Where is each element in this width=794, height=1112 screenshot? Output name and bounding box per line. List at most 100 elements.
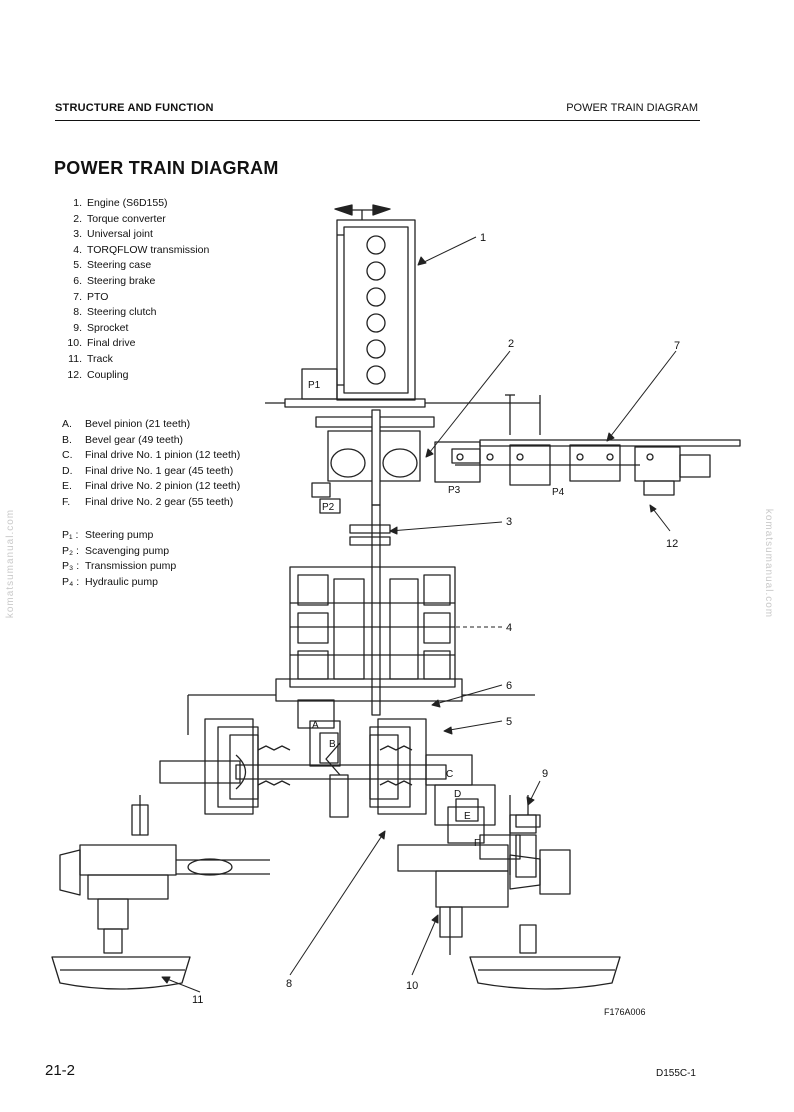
right-track-drawing [469,956,621,990]
component-label: Torque converter [87,212,166,225]
steering-case-drawing [187,678,535,767]
component-label: TORQFLOW transmission [87,243,210,256]
gear-item: B. Bevel gear (49 teeth) [62,433,240,449]
component-key: 10. [67,337,82,350]
component-label: Steering case [87,259,152,272]
component-item: 3.Universal joint [62,227,209,243]
section-header: STRUCTURE AND FUNCTION [55,102,214,114]
pump-key: P₃ : [62,560,80,573]
gear-tag-f: F [474,838,480,849]
component-label: Sprocket [87,321,129,334]
watermark-right: komatsumanual.com [763,508,775,619]
left-track-drawing [51,956,191,990]
torque-converter-drawing [265,368,541,514]
component-key: 6. [73,274,82,287]
pump-label: Hydraulic pump [85,575,158,588]
component-label: PTO [87,290,109,303]
left-final-drive-drawing [59,795,270,954]
gear-label: Final drive No. 2 pinion (12 teeth) [85,480,241,493]
component-label: Engine (S6D155) [87,197,168,209]
component-key: 8. [73,306,82,319]
callout-2: 2 [508,338,514,350]
gear-key: B. [62,433,72,446]
callout-12: 12 [666,538,678,550]
page-title: POWER TRAIN DIAGRAM [54,158,279,178]
component-item: 5. Steering case [62,258,209,274]
pump-tag-p3: P3 [448,485,461,496]
component-key: 2. [73,212,82,225]
power-train-diagram: 1 2 3 4 5 6 7 8 9 10 11 12 P1 P2 P3 P4 A… [40,195,760,1015]
component-key: 9. [73,321,82,334]
header-rule [55,120,700,121]
gear-item: E. Final drive No. 2 pinion (12 teeth) [62,479,240,495]
pump-item: P₃ : Transmission pump [62,559,176,575]
component-key: 3. [73,228,82,241]
callout-9: 9 [542,768,548,780]
pump-tag-p4: P4 [552,487,565,498]
callout-7: 7 [674,340,680,352]
pto-drawing [434,439,741,496]
gear-tag-b: B [329,739,336,750]
callout-6: 6 [506,680,512,692]
component-item: 2. Torque converter [62,212,209,228]
pump-label: Steering pump [85,529,154,541]
pump-label: Transmission pump [85,560,177,573]
component-label: Final drive [87,337,136,350]
component-item: 9. Sprocket [62,321,209,337]
component-key: 1. [73,197,82,209]
engine-drawing [334,204,416,401]
final-drive-gears-drawing [434,784,537,878]
topic-header: POWER TRAIN DIAGRAM [566,102,698,114]
callout-3: 3 [506,516,512,528]
pump-key: P₁ : [62,529,79,541]
gear-item: C. Final drive No. 1 pinion (12 teeth) [62,448,240,464]
gear-label: Final drive No. 1 gear (45 teeth) [85,464,234,477]
pump-key: P₂ : [62,544,79,557]
gear-tag-a: A [312,720,319,731]
gear-item: A. Bevel pinion (21 teeth) [62,417,240,433]
page-number: 21-2 [45,1062,76,1079]
pump-item: P₂ : Scavenging pump [62,544,176,560]
pump-item: P₁ : Steering pump [62,528,176,544]
callout-4: 4 [506,622,512,634]
steering-clutch-drawing [159,718,473,818]
callout-8: 8 [286,978,292,990]
component-label: Coupling [87,368,129,381]
component-item: 4.TORQFLOW transmission [62,243,209,259]
component-label: Steering clutch [87,306,157,319]
gear-tag-d: D [454,789,461,800]
callout-5: 5 [506,716,512,728]
component-label: Steering brake [87,274,156,287]
component-list: 1. Engine (S6D155) 2. Torque converter 3.Uni… [62,196,209,383]
gear-list: A. Bevel pinion (21 teeth) B. Bevel gear (4… [62,417,240,511]
component-item: 12. Coupling [62,368,209,384]
gear-label: Final drive No. 2 gear (55 teeth) [85,495,234,508]
gear-key: F. [62,495,71,508]
gear-label: Bevel pinion (21 teeth) [85,418,191,430]
right-final-drive-drawing [397,844,571,955]
gear-label: Final drive No. 1 pinion (12 teeth) [85,449,241,462]
pump-label: Scavenging pump [85,544,170,557]
component-item: 6. Steering brake [62,274,209,290]
figure-id: F176A006 [604,1007,646,1017]
gear-tag-e: E [464,811,471,822]
component-item: 11.Track [62,352,209,368]
pump-tag-p2: P2 [322,502,335,513]
pump-list: P₁ : Steering pump P₂ : Scavenging pump P₃ :… [62,528,176,590]
gear-item: D.Final drive No. 1 gear (45 teeth) [62,464,240,480]
gear-label: Bevel gear (49 teeth) [85,433,184,446]
gear-key: A. [62,418,72,430]
component-key: 12. [67,368,82,381]
component-label: Track [87,352,113,365]
gear-key: E. [62,480,72,493]
component-key: 5. [73,259,82,272]
component-item: 8. Steering clutch [62,305,209,321]
callout-1: 1 [480,232,486,244]
callout-11: 11 [192,994,203,1006]
gear-key: C. [62,449,73,462]
callout-10: 10 [406,980,418,992]
pump-item: P₄ : Hydraulic pump [62,575,176,591]
watermark-left: komatsumanual.com [5,508,17,619]
gear-tag-c: C [446,769,453,780]
pump-key: P₄ : [62,575,80,588]
